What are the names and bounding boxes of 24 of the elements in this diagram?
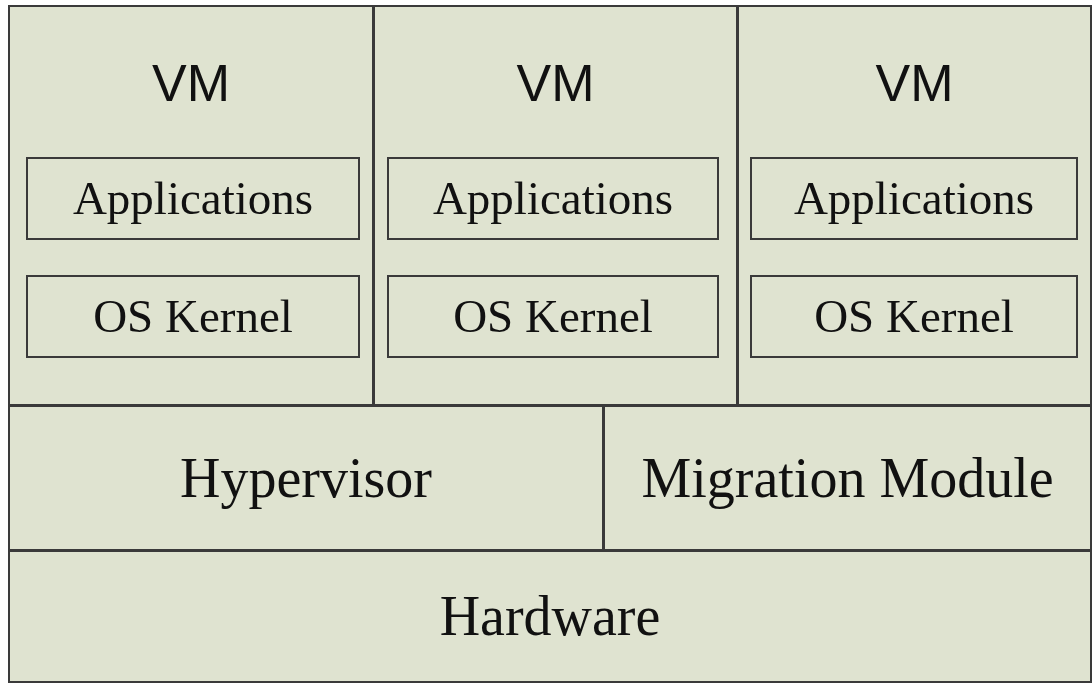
layer-box	[26, 275, 360, 358]
layer-label: Hardware	[439, 584, 661, 649]
layer-box	[603, 405, 1092, 551]
layer-label: VM	[875, 57, 954, 109]
layer-label: Applications	[432, 175, 674, 222]
layer-label: OS Kernel	[453, 293, 653, 340]
layer-box	[8, 550, 1092, 683]
vm-box	[737, 5, 1092, 406]
layer-label: VM	[516, 57, 595, 109]
layer-box	[750, 275, 1078, 358]
layer-label: Applications	[72, 175, 314, 222]
vm-box	[373, 5, 738, 406]
layer-label: VM	[152, 57, 230, 109]
layer-box	[8, 405, 604, 551]
layer-label: OS Kernel	[93, 293, 293, 340]
layer-label: Hypervisor	[180, 445, 432, 511]
layer-label: Applications	[793, 175, 1035, 222]
layer-box	[750, 157, 1078, 240]
layer-box	[387, 157, 719, 240]
vm-box	[8, 5, 374, 406]
layer-label: OS Kernel	[814, 293, 1014, 340]
layer-box	[387, 275, 719, 358]
layer-label: Migration Module	[641, 445, 1054, 511]
layer-box	[26, 157, 360, 240]
